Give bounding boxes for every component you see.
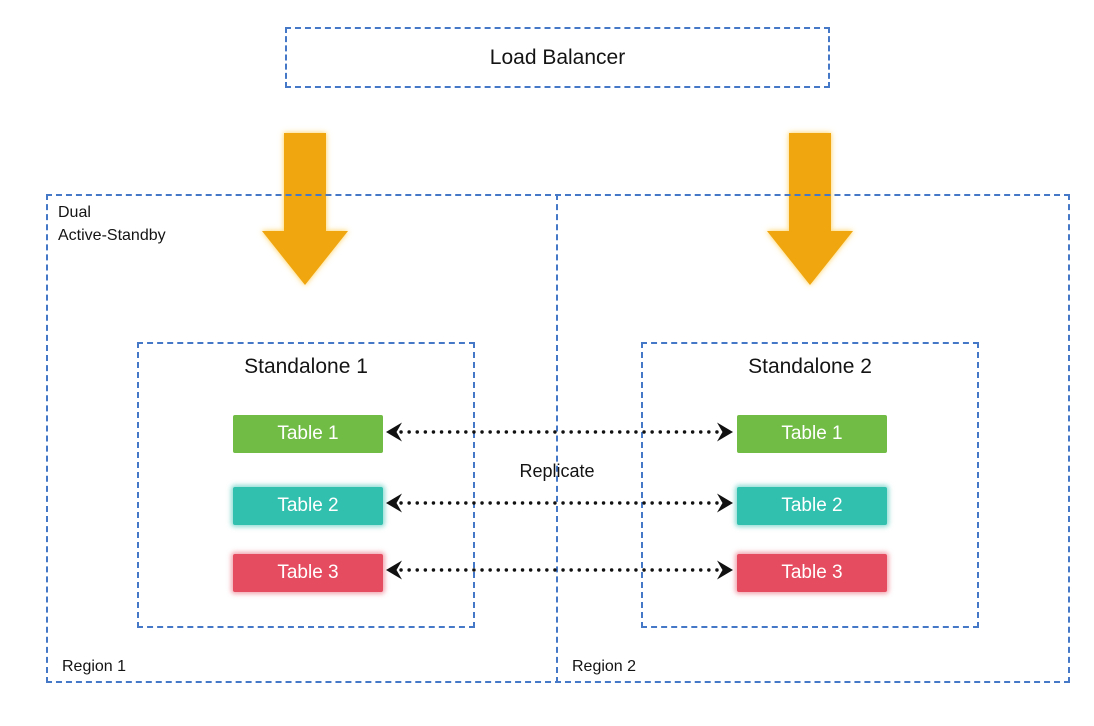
standalone-1-title: Standalone 1 <box>244 355 368 378</box>
flow-down-arrow-right <box>760 133 860 288</box>
standalone-1-table-2: Table 2 <box>233 487 383 525</box>
standalone-2-box: Standalone 2 Table 1 Table 2 Table 3 <box>641 342 979 628</box>
load-balancer-label: Load Balancer <box>489 45 626 69</box>
load-balancer-box: Load Balancer <box>285 27 830 88</box>
standalone-1-table-3: Table 3 <box>233 554 383 592</box>
region-1-label: Region 1 <box>62 658 127 675</box>
standalone-2-title: Standalone 2 <box>748 355 872 378</box>
dual-active-standby-label: Dual Active-Standby <box>58 204 166 245</box>
flow-down-arrow-left <box>255 133 355 288</box>
standalone-2-table-1: Table 1 <box>737 415 887 453</box>
standalone-1-box: Standalone 1 Table 1 Table 2 Table 3 <box>137 342 475 628</box>
standalone-2-table-3: Table 3 <box>737 554 887 592</box>
standalone-2-table-2: Table 2 <box>737 487 887 525</box>
region-divider-line <box>556 194 558 683</box>
replicate-label: Replicate <box>519 461 595 481</box>
down-arrow-icon <box>767 133 853 285</box>
standalone-1-table-1: Table 1 <box>233 415 383 453</box>
down-arrow-icon <box>262 133 348 285</box>
dual-active-standby-container <box>46 194 1070 683</box>
region-2-label: Region 2 <box>572 658 637 675</box>
